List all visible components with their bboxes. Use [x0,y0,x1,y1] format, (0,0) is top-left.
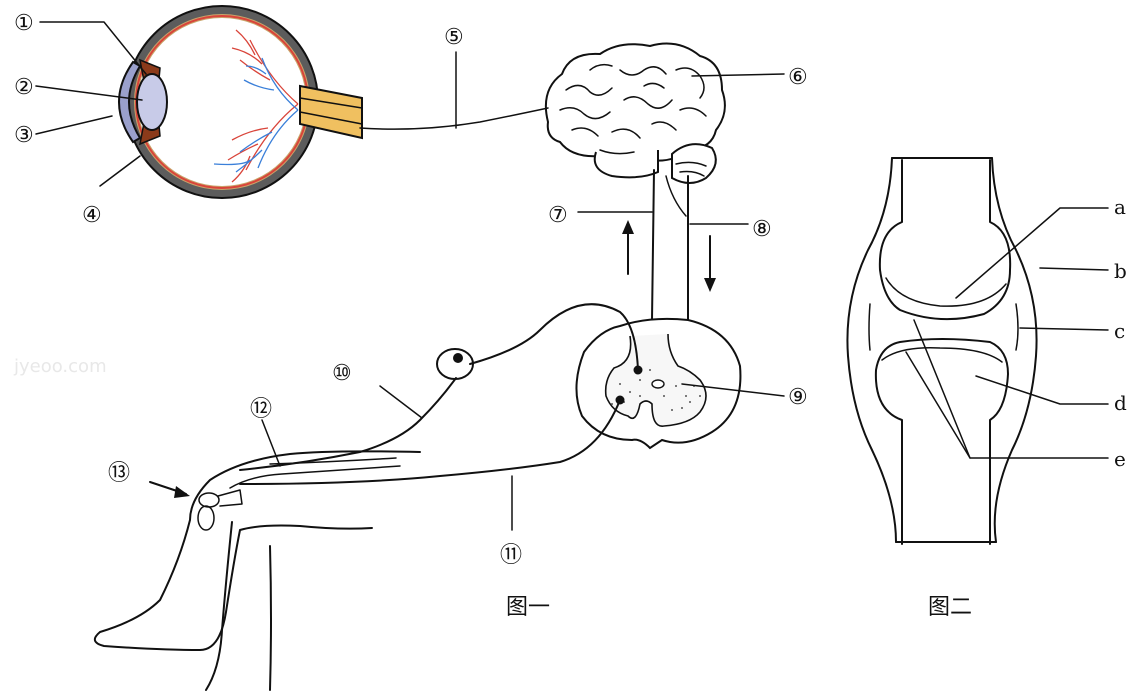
label-a: a [1114,195,1126,219]
label-c: c [1114,319,1125,343]
brain-illustration [546,44,725,322]
ascending-arrow [622,220,634,274]
label-8: ⑧ [752,217,772,242]
knee-joint-illustration [847,158,1036,544]
label-7: ⑦ [548,203,568,228]
label-10: ⑩ [332,361,352,386]
label-6: ⑥ [788,65,808,90]
label-4: ④ [82,203,102,228]
label-1: ① [14,11,34,36]
label-e: e [1114,447,1126,471]
eye-illustration [119,6,362,198]
caption-figure-1: 图一 [506,595,550,620]
label-12: ⑫ [250,397,272,422]
arrow-13 [150,482,190,498]
label-b: b [1114,259,1127,283]
label-9: ⑨ [788,385,808,410]
motor-neuron [240,400,620,484]
label-13: ⑬ [108,461,130,486]
label-5: ⑤ [444,25,464,50]
label-11: ⑪ [500,543,522,568]
label-2: ② [14,75,34,100]
leg-illustration [95,451,420,690]
label-d: d [1114,391,1127,415]
label-3: ③ [14,123,34,148]
descending-arrow [704,236,716,292]
watermark: jyeoo.com [13,356,107,377]
spinal-cord-section [576,319,740,448]
caption-figure-2: 图二 [928,595,972,620]
